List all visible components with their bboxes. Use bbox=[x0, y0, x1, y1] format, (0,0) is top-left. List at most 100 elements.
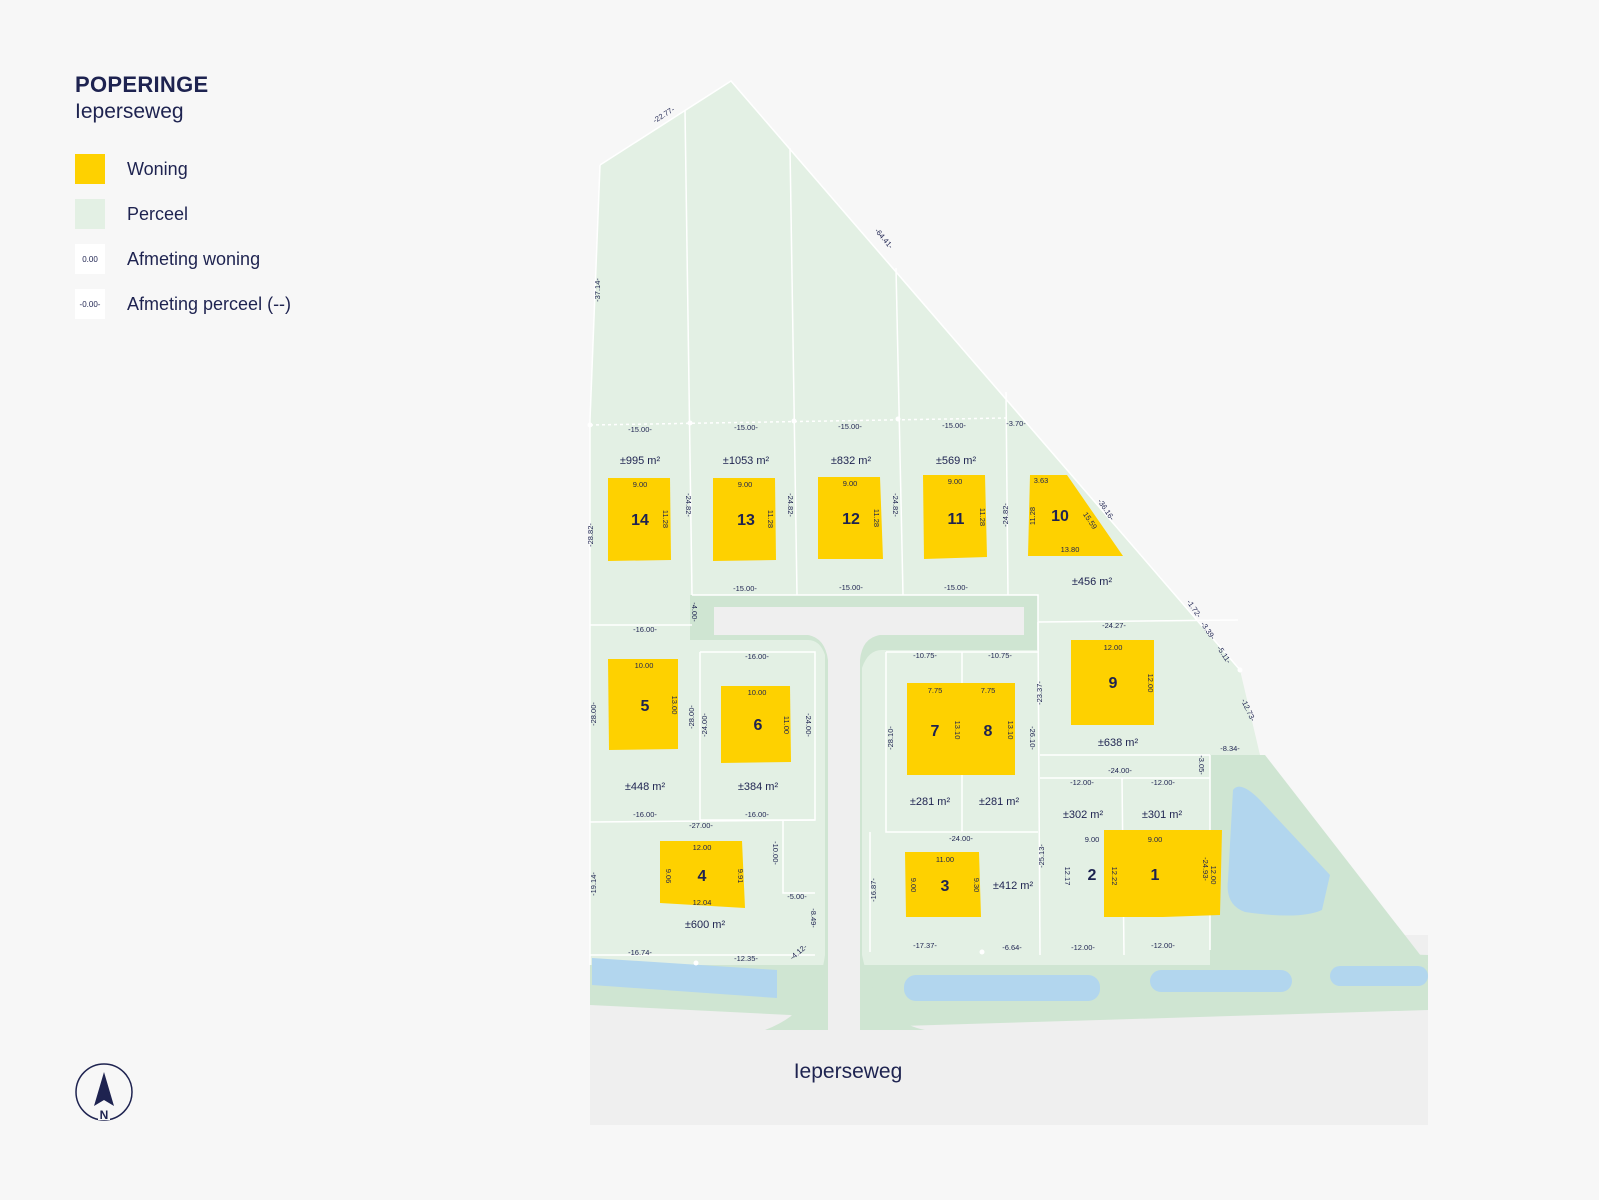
lot-number-5: 5 bbox=[641, 698, 650, 715]
house-dimension: 12.00 bbox=[1209, 866, 1218, 885]
plot-dimension: -19.14- bbox=[589, 872, 598, 896]
house-dimension: 10.00 bbox=[748, 688, 767, 697]
plot-dimension: -4.00- bbox=[690, 602, 699, 622]
house-14[interactable] bbox=[608, 478, 671, 561]
house-dimension: 9.30 bbox=[972, 878, 981, 893]
legend-label: Perceel bbox=[127, 203, 189, 224]
dimension-swatch: -0.00- bbox=[75, 289, 105, 319]
plot-dimension: -16.00- bbox=[745, 652, 769, 661]
house-7[interactable] bbox=[907, 683, 962, 775]
lot-number-6: 6 bbox=[754, 717, 763, 734]
plot-dimension: -24.82- bbox=[786, 493, 795, 517]
plot-dimension: -28.00- bbox=[589, 702, 598, 726]
house-dimension: 11.28 bbox=[872, 509, 881, 527]
house-dimension: 7.75 bbox=[928, 686, 943, 695]
plot-dimension: -23.37- bbox=[1035, 681, 1044, 705]
plot-dimension: -27.00- bbox=[689, 821, 713, 830]
lot-number-10: 10 bbox=[1051, 508, 1069, 525]
house-dimension: 11.28 bbox=[978, 508, 987, 526]
legend-item-afmeting-woning: 0.00 Afmeting woning bbox=[75, 244, 291, 274]
house-dimension: 9.00 bbox=[738, 480, 753, 489]
house-dimension: 9.00 bbox=[1085, 835, 1100, 844]
lot-number-11: 11 bbox=[948, 511, 965, 528]
house-dimension: 9.00 bbox=[633, 480, 648, 489]
lot-number-4: 4 bbox=[698, 868, 707, 885]
house-dimension: 11.00 bbox=[782, 716, 791, 734]
house-dimensions: 9.0012.0012.229.0012.1711.009.309.0012.0… bbox=[633, 476, 1218, 907]
plot-dimension: -8.49- bbox=[809, 908, 818, 928]
house-8[interactable] bbox=[962, 683, 1015, 775]
ditch bbox=[904, 975, 1100, 1001]
legend-label: Afmeting woning bbox=[127, 248, 261, 269]
house-dimension: 11.28 bbox=[661, 510, 670, 528]
lot-number-13: 13 bbox=[737, 512, 755, 529]
house-9[interactable] bbox=[1071, 640, 1154, 725]
plot-dimension: -17.37- bbox=[913, 941, 937, 950]
lot-area-14: ±995 m² bbox=[620, 455, 661, 467]
lot-area-7: ±281 m² bbox=[910, 796, 951, 808]
plot-dimension: -5.00- bbox=[787, 892, 807, 901]
house-12[interactable] bbox=[818, 477, 883, 559]
house-13[interactable] bbox=[713, 478, 776, 561]
plot-dimension: -24.00- bbox=[1108, 766, 1132, 775]
house-5[interactable] bbox=[608, 659, 678, 750]
house-1[interactable] bbox=[1163, 830, 1222, 917]
lot-area-13: ±1053 m² bbox=[723, 455, 770, 467]
house-dimension: 9.06 bbox=[664, 869, 673, 884]
plot-dimension: -64.41- bbox=[873, 226, 895, 250]
lot-area-3: ±412 m² bbox=[993, 880, 1034, 892]
legend-label: Afmeting perceel (--) bbox=[127, 293, 292, 314]
plot-dimension: -15.00- bbox=[942, 421, 966, 430]
north-arrow-icon: N bbox=[75, 1063, 133, 1122]
plot-dimension: -12.00- bbox=[1151, 941, 1175, 950]
house-2[interactable] bbox=[1104, 830, 1163, 917]
parcel-boundaries bbox=[589, 80, 1241, 965]
house-dimension: 11.28 bbox=[1028, 507, 1037, 525]
pond bbox=[1227, 786, 1330, 916]
legend-item-afmeting-perceel: -0.00- Afmeting perceel (--) bbox=[75, 289, 291, 319]
house-dimension: 3.63 bbox=[1034, 476, 1049, 485]
plot-dimension: -28.82- bbox=[586, 523, 595, 547]
house-6[interactable] bbox=[721, 686, 791, 763]
plot-dimension: -28.00- bbox=[687, 705, 696, 729]
house-10[interactable] bbox=[1028, 475, 1123, 556]
plot-dimension: -6.64- bbox=[1002, 943, 1022, 952]
lot-number-14: 14 bbox=[631, 512, 649, 529]
legend-list: Woning Perceel 0.00 Afmeting woning -0.0… bbox=[75, 154, 291, 319]
ditch bbox=[1150, 970, 1292, 992]
plot-dimension: -15.00- bbox=[733, 584, 757, 593]
house-11[interactable] bbox=[923, 475, 987, 559]
house-dimension: 13.80 bbox=[1061, 545, 1080, 554]
plot-dimension: -24.27- bbox=[1102, 621, 1126, 630]
house-dimension: 13.00 bbox=[670, 696, 679, 715]
lot-number-9: 9 bbox=[1109, 675, 1118, 692]
house-dimension: 12.22 bbox=[1110, 867, 1119, 886]
house-dimension: 7.75 bbox=[981, 686, 996, 695]
lot-area-11: ±569 m² bbox=[936, 455, 977, 467]
house-4[interactable] bbox=[660, 841, 745, 908]
legend-label: Woning bbox=[127, 158, 188, 179]
plot-dimension: -16.87- bbox=[869, 878, 878, 902]
plot-dimension: -15.00- bbox=[944, 583, 968, 592]
plot-dimension: -8.34- bbox=[1220, 744, 1240, 753]
lot-area-1: ±301 m² bbox=[1142, 809, 1183, 821]
lot-number-7: 7 bbox=[931, 723, 940, 740]
legend: POPERINGE Ieperseweg Woning Perceel 0.00… bbox=[75, 72, 291, 334]
lot-number-8: 8 bbox=[984, 723, 993, 740]
compass-label: N bbox=[100, 1108, 109, 1122]
plot-dimension: -15.00- bbox=[838, 422, 862, 431]
house-dimension: 12.00 bbox=[1104, 643, 1123, 652]
house-3[interactable] bbox=[905, 852, 981, 917]
lot-number-3: 3 bbox=[941, 878, 950, 895]
plot-dimension: -10.75- bbox=[988, 651, 1012, 660]
plot-dimension: -15.00- bbox=[734, 423, 758, 432]
plot-dimension: -12.35- bbox=[734, 954, 758, 963]
lot-area-9: ±638 m² bbox=[1098, 737, 1139, 749]
legend-item-woning: Woning bbox=[75, 154, 291, 184]
plot-dimension: -24.93- bbox=[1201, 857, 1210, 881]
lot-area-4: ±600 m² bbox=[685, 919, 726, 931]
plot-dimension: -24.82- bbox=[1001, 503, 1010, 527]
plot-dimension: -16.00- bbox=[633, 810, 657, 819]
dimension-swatch: 0.00 bbox=[75, 244, 105, 274]
